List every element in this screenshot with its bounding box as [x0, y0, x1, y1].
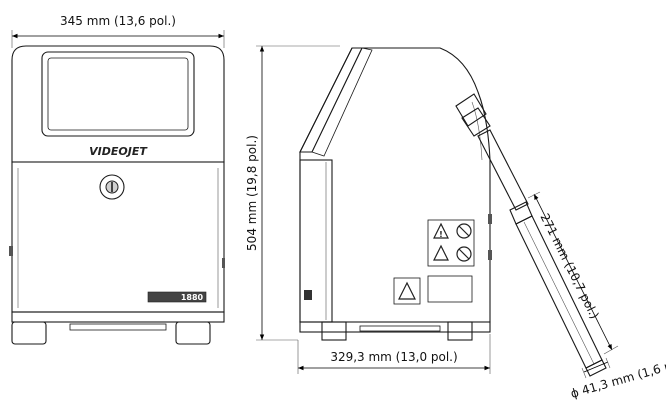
side-door-latch	[304, 290, 312, 300]
depth-label: 329,3 mm (13,0 pol.)	[330, 350, 457, 364]
printhead-nozzle	[585, 359, 607, 377]
side-foot-rear	[447, 321, 473, 341]
flammable-warning-icon	[433, 244, 449, 261]
umbilical-connector	[455, 93, 487, 127]
side-foot-front	[321, 321, 347, 341]
front-width-label: 345 mm (13,6 pol.)	[60, 14, 176, 28]
side-body	[299, 47, 491, 323]
warning-labels-block	[427, 219, 475, 267]
length-extension-bottom	[603, 345, 619, 355]
side-knob-left	[9, 246, 13, 256]
rating-plate	[427, 275, 473, 303]
side-view: !	[299, 47, 492, 341]
side-bolt-lower	[488, 250, 492, 260]
height-dimension: 504 mm (19,8 pol.)	[245, 45, 340, 341]
side-bolt-upper	[488, 214, 492, 224]
umbilical-assembly: 271 mm (10,7 pol.) ϕ 41,3 mm (1,6 pol.)	[455, 93, 666, 401]
videojet-logo: VIDEOJET	[89, 145, 148, 158]
no-smoking-slash	[458, 248, 470, 260]
front-foot-right	[175, 321, 211, 345]
depth-dimension: 329,3 mm (13,0 pol.)	[297, 334, 491, 374]
caution-label	[393, 277, 421, 305]
printhead-diameter-label: ϕ 41,3 mm (1,6 pol.)	[569, 353, 666, 401]
umbilical-strain-relief	[461, 107, 491, 137]
side-back-curve	[471, 101, 483, 161]
side-base-rail	[359, 325, 441, 332]
caution-triangle-icon	[398, 281, 416, 300]
touchscreen	[47, 57, 189, 131]
umbilical-length-label: 271 mm (10,7 pol.)	[537, 211, 601, 321]
front-base-rail	[69, 323, 167, 331]
front-base-plate	[11, 311, 225, 323]
side-knob-right	[222, 258, 225, 268]
prohibition-icon	[456, 223, 472, 239]
model-badge-text: 1880	[181, 293, 204, 302]
umbilical-conduit	[477, 129, 529, 211]
diameter-tick-left	[581, 367, 587, 379]
prohibition-slash	[458, 225, 470, 237]
front-upper-housing	[11, 45, 225, 163]
side-base-plate	[299, 321, 491, 333]
diameter-tick-right	[605, 357, 611, 369]
front-foot-left	[11, 321, 47, 345]
touchscreen-bezel	[41, 51, 195, 137]
length-extension-top	[527, 191, 541, 199]
warning-exclaim-glyph: !	[439, 230, 443, 239]
warning-triangle-icon	[433, 222, 449, 239]
side-display-arm-inner	[311, 47, 373, 157]
side-display-arm	[299, 47, 363, 153]
diameter-dimension-line	[583, 361, 609, 373]
front-view: 345 mm (13,6 pol.) VIDEOJET 1880	[9, 14, 225, 345]
door-lock-icon	[99, 174, 125, 200]
no-smoking-icon	[456, 246, 472, 262]
height-label: 504 mm (19,8 pol.)	[245, 135, 259, 251]
umbilical-length-dimension-line	[533, 193, 613, 351]
model-badge	[147, 291, 207, 303]
